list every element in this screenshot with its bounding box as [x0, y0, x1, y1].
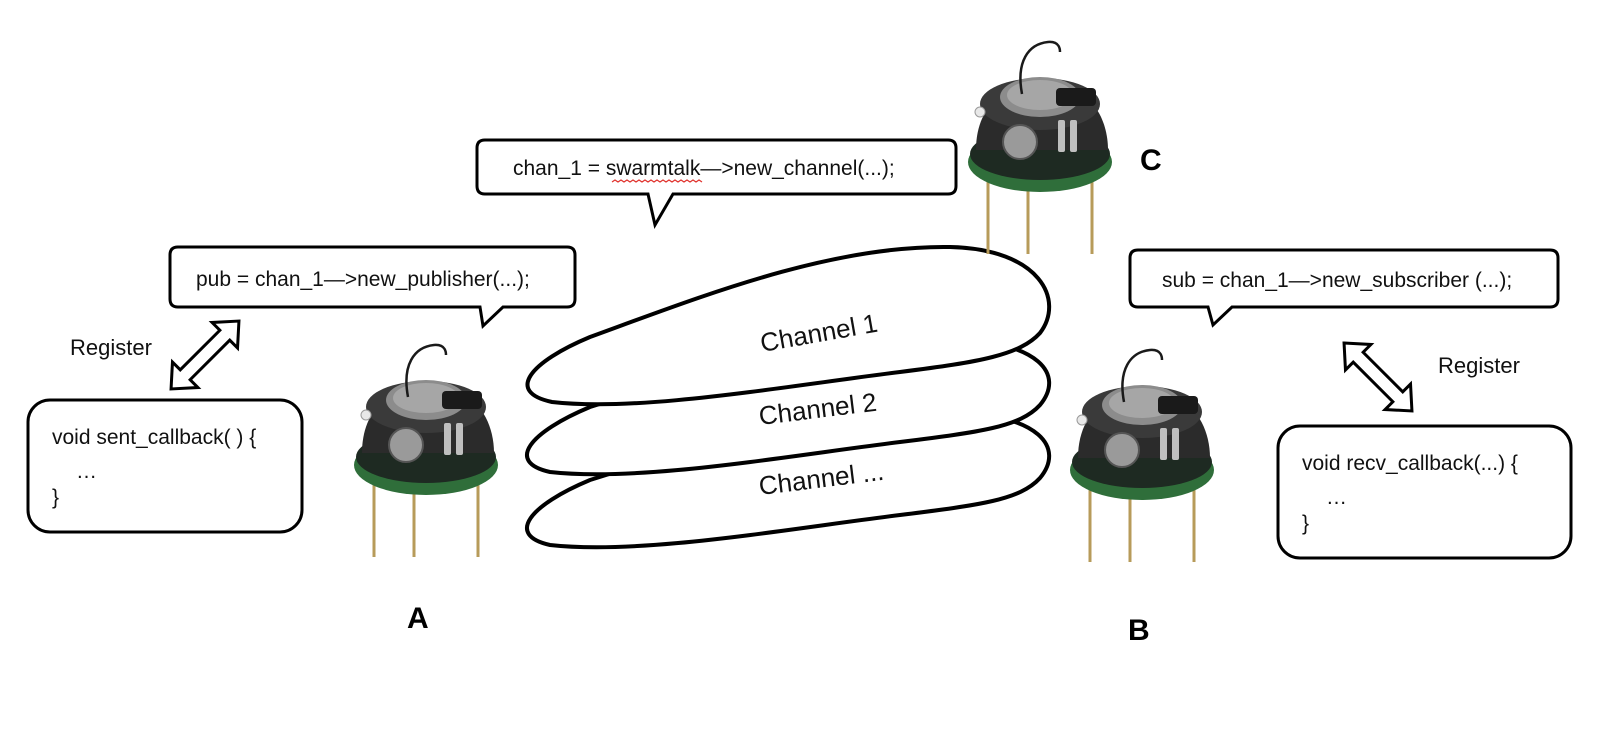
- robot-label-b: B: [1128, 614, 1150, 647]
- robot-b: [1068, 348, 1216, 564]
- channel-layer-middle: Channel 2: [525, 336, 1052, 477]
- new-channel-callout: chan_1 = swarmtalk—>new_channel(...);: [475, 138, 958, 230]
- new-channel-callout-text: chan_1 = swarmtalk—>new_channel(...);: [513, 157, 895, 180]
- register-arrow-left: [169, 319, 241, 391]
- channel-layer-bottom: Channel ...: [525, 409, 1052, 550]
- sent-callback-line-3: }: [52, 486, 59, 509]
- sent-callback-line-1: void sent_callback( ) {: [52, 426, 256, 449]
- robot-label-a: A: [407, 602, 429, 635]
- recv-callback-line-3: }: [1302, 512, 1309, 535]
- sent-callback-line-2: …: [76, 460, 97, 483]
- register-label-right: Register: [1438, 353, 1520, 378]
- channel-stack: Channel ... Channel 2 Channel 1: [525, 244, 1052, 550]
- robot-a: [352, 343, 500, 559]
- spellcheck-underline: [611, 179, 703, 183]
- recv-callback-box: void recv_callback(...) { … }: [1276, 424, 1573, 560]
- sent-callback-box: void sent_callback( ) { … }: [26, 398, 304, 534]
- new-publisher-callout-text: pub = chan_1—>new_publisher(...);: [196, 268, 530, 291]
- new-subscriber-callout-text: sub = chan_1—>new_subscriber (...);: [1162, 269, 1512, 292]
- register-label-left: Register: [70, 335, 152, 360]
- new-publisher-callout: pub = chan_1—>new_publisher(...);: [168, 245, 577, 330]
- register-arrow-right: [1342, 341, 1414, 413]
- recv-callback-line-2: …: [1326, 486, 1347, 509]
- new-subscriber-callout: sub = chan_1—>new_subscriber (...);: [1128, 248, 1560, 328]
- channel-layer-top: Channel 1: [525, 244, 1052, 407]
- robot-label-c: C: [1140, 144, 1162, 177]
- robot-c: [966, 40, 1114, 256]
- recv-callback-line-1: void recv_callback(...) {: [1302, 452, 1518, 475]
